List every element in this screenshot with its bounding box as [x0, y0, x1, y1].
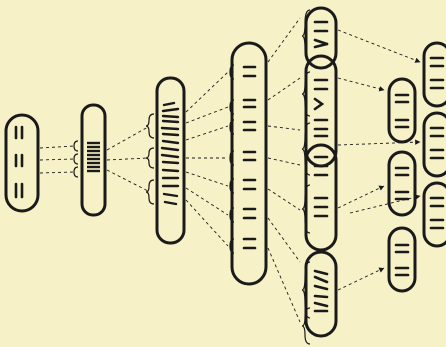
- stage-5-cells: [304, 6, 338, 338]
- stage-6-cell-2: [387, 150, 417, 217]
- stage-5-cell-4: [304, 250, 338, 338]
- stage-6-cell-1: [387, 77, 417, 144]
- stage-4-cell: [230, 41, 268, 286]
- stage-3-chromosomes: [160, 101, 180, 206]
- stage-1-to-2-links: [39, 145, 75, 174]
- stage-2-chromosomes: [87, 141, 100, 173]
- stage-6-cells: [387, 41, 446, 293]
- stage-4-chromosomes: [242, 65, 257, 250]
- stage-5-cell-1: [304, 6, 338, 70]
- stage-3-to-4-links: [185, 71, 229, 247]
- stage-6-cell-4: [422, 41, 446, 108]
- stage-6-chromosomes: [394, 56, 445, 277]
- stage-6-cell-6: [422, 181, 446, 248]
- stage-6-cell-5: [422, 111, 446, 178]
- stage-1-cell: [4, 113, 40, 213]
- stage-5-chromosomes: [313, 20, 329, 313]
- stage-2-to-3-links: [106, 126, 149, 192]
- stage-3-cell: [155, 76, 186, 245]
- stage-2-brackets: [73, 140, 79, 178]
- stage-3-brackets: [145, 113, 155, 205]
- stage-4-to-5-links: [267, 17, 301, 323]
- stage-5-cell-3: [304, 143, 338, 252]
- stage-6-cell-3: [387, 226, 417, 293]
- stage-2-cell: [80, 103, 107, 217]
- stage-1-chromosomes: [14, 125, 24, 199]
